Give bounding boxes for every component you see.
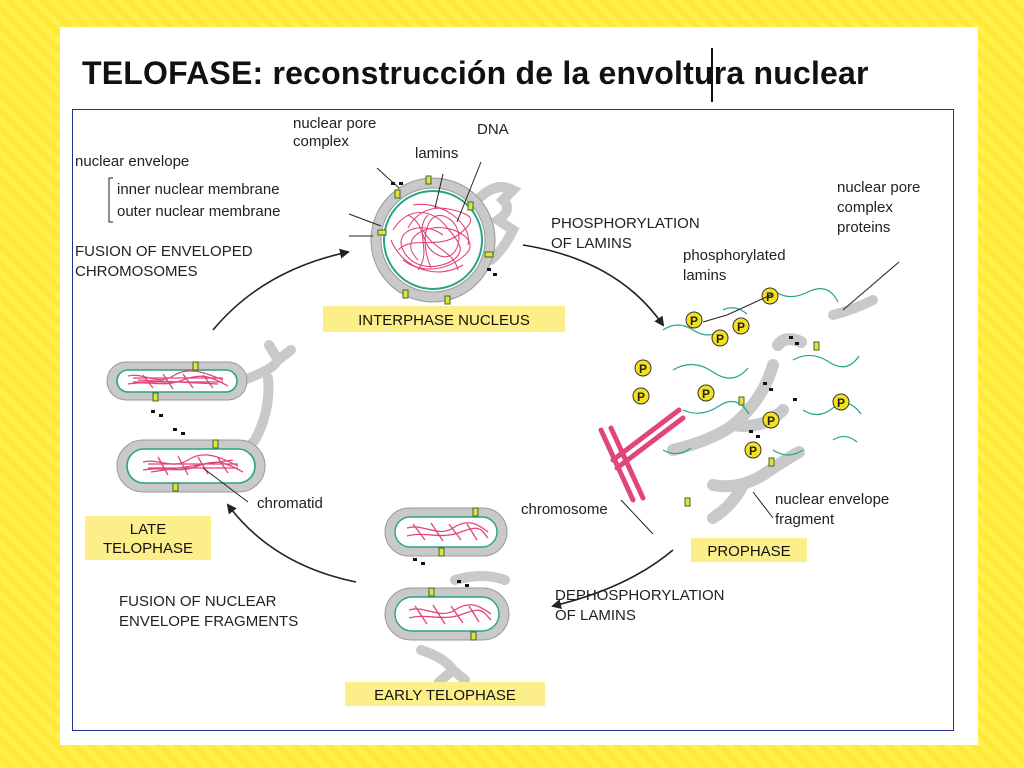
svg-text:P: P: [767, 414, 775, 428]
chromatin-early-bottom: [408, 604, 492, 625]
pores-late: [152, 361, 219, 492]
svg-text:P: P: [749, 444, 757, 458]
envelope-bracket: [108, 177, 113, 223]
stage-prophase: PROPHASE: [707, 543, 790, 560]
label-phospho-lamins-2: lamins: [683, 267, 726, 284]
label-nuclear-pore-complex-2: complex: [293, 133, 349, 150]
svg-text:P: P: [639, 362, 647, 376]
phosphate-7: P: [632, 387, 650, 405]
chromatin-early-top: [406, 522, 489, 542]
label-nuclear-envelope: nuclear envelope: [75, 153, 189, 170]
phosphate-1: P: [685, 311, 703, 329]
envelope-fragment-large: [667, 333, 807, 456]
phosphate-8: P: [762, 411, 780, 429]
stage-late-telophase-1: LATE: [130, 521, 166, 538]
label-lamins: lamins: [415, 145, 458, 162]
phosphate-9: P: [744, 441, 762, 459]
pores-early: [428, 507, 479, 641]
slide-canvas: TELOFASE: reconstrucción de la envoltura…: [60, 27, 978, 745]
chromatin-late-top: [127, 370, 229, 390]
arrow-early-to-late-telophase: [226, 503, 357, 583]
arrow-late-telophase-to-interphase: [212, 248, 350, 331]
svg-text:P: P: [737, 320, 745, 334]
svg-text:P: P: [716, 332, 724, 346]
label-envelope-fragment-1: nuclear envelope: [775, 491, 889, 508]
label-fusion-enveloped-1: FUSION OF ENVELOPED: [75, 243, 253, 260]
text-labels: nuclear pore complex DNA lamins nuclear …: [75, 115, 920, 630]
label-phosphorylation-1: PHOSPHORYLATION: [551, 215, 700, 232]
label-outer-membrane: outer nuclear membrane: [117, 203, 280, 220]
label-fusion-fragments-1: FUSION OF NUCLEAR: [119, 593, 277, 610]
label-fusion-fragments-2: ENVELOPE FRAGMENTS: [119, 613, 298, 630]
er-tubule-early: [416, 571, 510, 687]
pore-proteins-early: [413, 558, 469, 587]
svg-text:P: P: [637, 390, 645, 404]
label-pore-proteins-3: proteins: [837, 219, 890, 236]
slide-title: TELOFASE: reconstrucción de la envoltura…: [82, 55, 869, 91]
phosphate-5: P: [634, 359, 652, 377]
nuclear-pore-complexes: [377, 175, 494, 305]
er-tubule: [468, 182, 522, 265]
pore-proteins-black: [391, 182, 497, 276]
envelope-fragment-lower: [707, 446, 805, 524]
late-telophase-nuclei: [106, 340, 296, 493]
interphase-nucleus: [370, 175, 522, 305]
label-chromatid: chromatid: [257, 495, 323, 512]
label-phospho-lamins-1: phosphorylated: [683, 247, 786, 264]
svg-text:P: P: [690, 314, 698, 328]
telophase-diagram: P P P P P P P P P P: [72, 109, 954, 731]
label-dephosphorylation-2: OF LAMINS: [555, 607, 636, 624]
stage-late-telophase-2: TELOPHASE: [103, 540, 193, 557]
cycle-arrows: [212, 244, 674, 609]
inner-nuclear-membrane: [380, 187, 486, 293]
label-dephosphorylation-1: DEPHOSPHORYLATION: [555, 587, 724, 604]
arrow-prophase-to-early-telophase: [551, 549, 674, 609]
arrow-interphase-to-prophase: [522, 244, 665, 327]
label-envelope-fragment-2: fragment: [775, 511, 835, 528]
pore-proteins-late: [151, 410, 185, 435]
phosphate-4: P: [761, 287, 779, 305]
prophase-fragments: P P P P P P P P P P: [598, 287, 878, 524]
svg-text:P: P: [837, 396, 845, 410]
label-pore-proteins-1: nuclear pore: [837, 179, 920, 196]
label-inner-membrane: inner nuclear membrane: [117, 181, 280, 198]
phosphate-6: P: [697, 384, 715, 402]
phosphate-groups: P P P P P P P P P P: [632, 287, 850, 459]
dna-chromatin: [390, 203, 472, 273]
label-pore-proteins-2: complex: [837, 199, 893, 216]
envelope-fragment-right: [828, 295, 878, 320]
svg-text:P: P: [702, 387, 710, 401]
stage-early-telophase: EARLY TELOPHASE: [374, 687, 516, 704]
label-dna: DNA: [477, 121, 509, 138]
pore-proteins-prophase: [749, 336, 799, 438]
stage-interphase-nucleus: INTERPHASE NUCLEUS: [358, 312, 530, 329]
label-fusion-enveloped-2: CHROMOSOMES: [75, 263, 198, 280]
chromatin-late-bottom: [142, 454, 244, 476]
phosphate-10: P: [832, 393, 850, 411]
dispersed-lamins: [662, 288, 862, 456]
early-telophase-nuclei: [384, 507, 510, 687]
svg-text:P: P: [766, 290, 774, 304]
diagram-svg: P P P P P P P P P P: [75, 115, 920, 706]
label-phosphorylation-2: OF LAMINS: [551, 235, 632, 252]
nuclear-lamina: [383, 190, 483, 290]
phosphate-3: P: [732, 317, 750, 335]
prophase-chromosome: [598, 407, 686, 503]
label-chromosome: chromosome: [521, 501, 608, 518]
leader-lines: [202, 161, 900, 535]
phosphate-2: P: [711, 329, 729, 347]
label-nuclear-pore-complex-1: nuclear pore: [293, 115, 376, 132]
text-cursor: [711, 48, 713, 102]
pores-prophase: [684, 341, 820, 507]
stage-labels: INTERPHASE NUCLEUS PROPHASE EARLY TELOPH…: [85, 306, 807, 706]
